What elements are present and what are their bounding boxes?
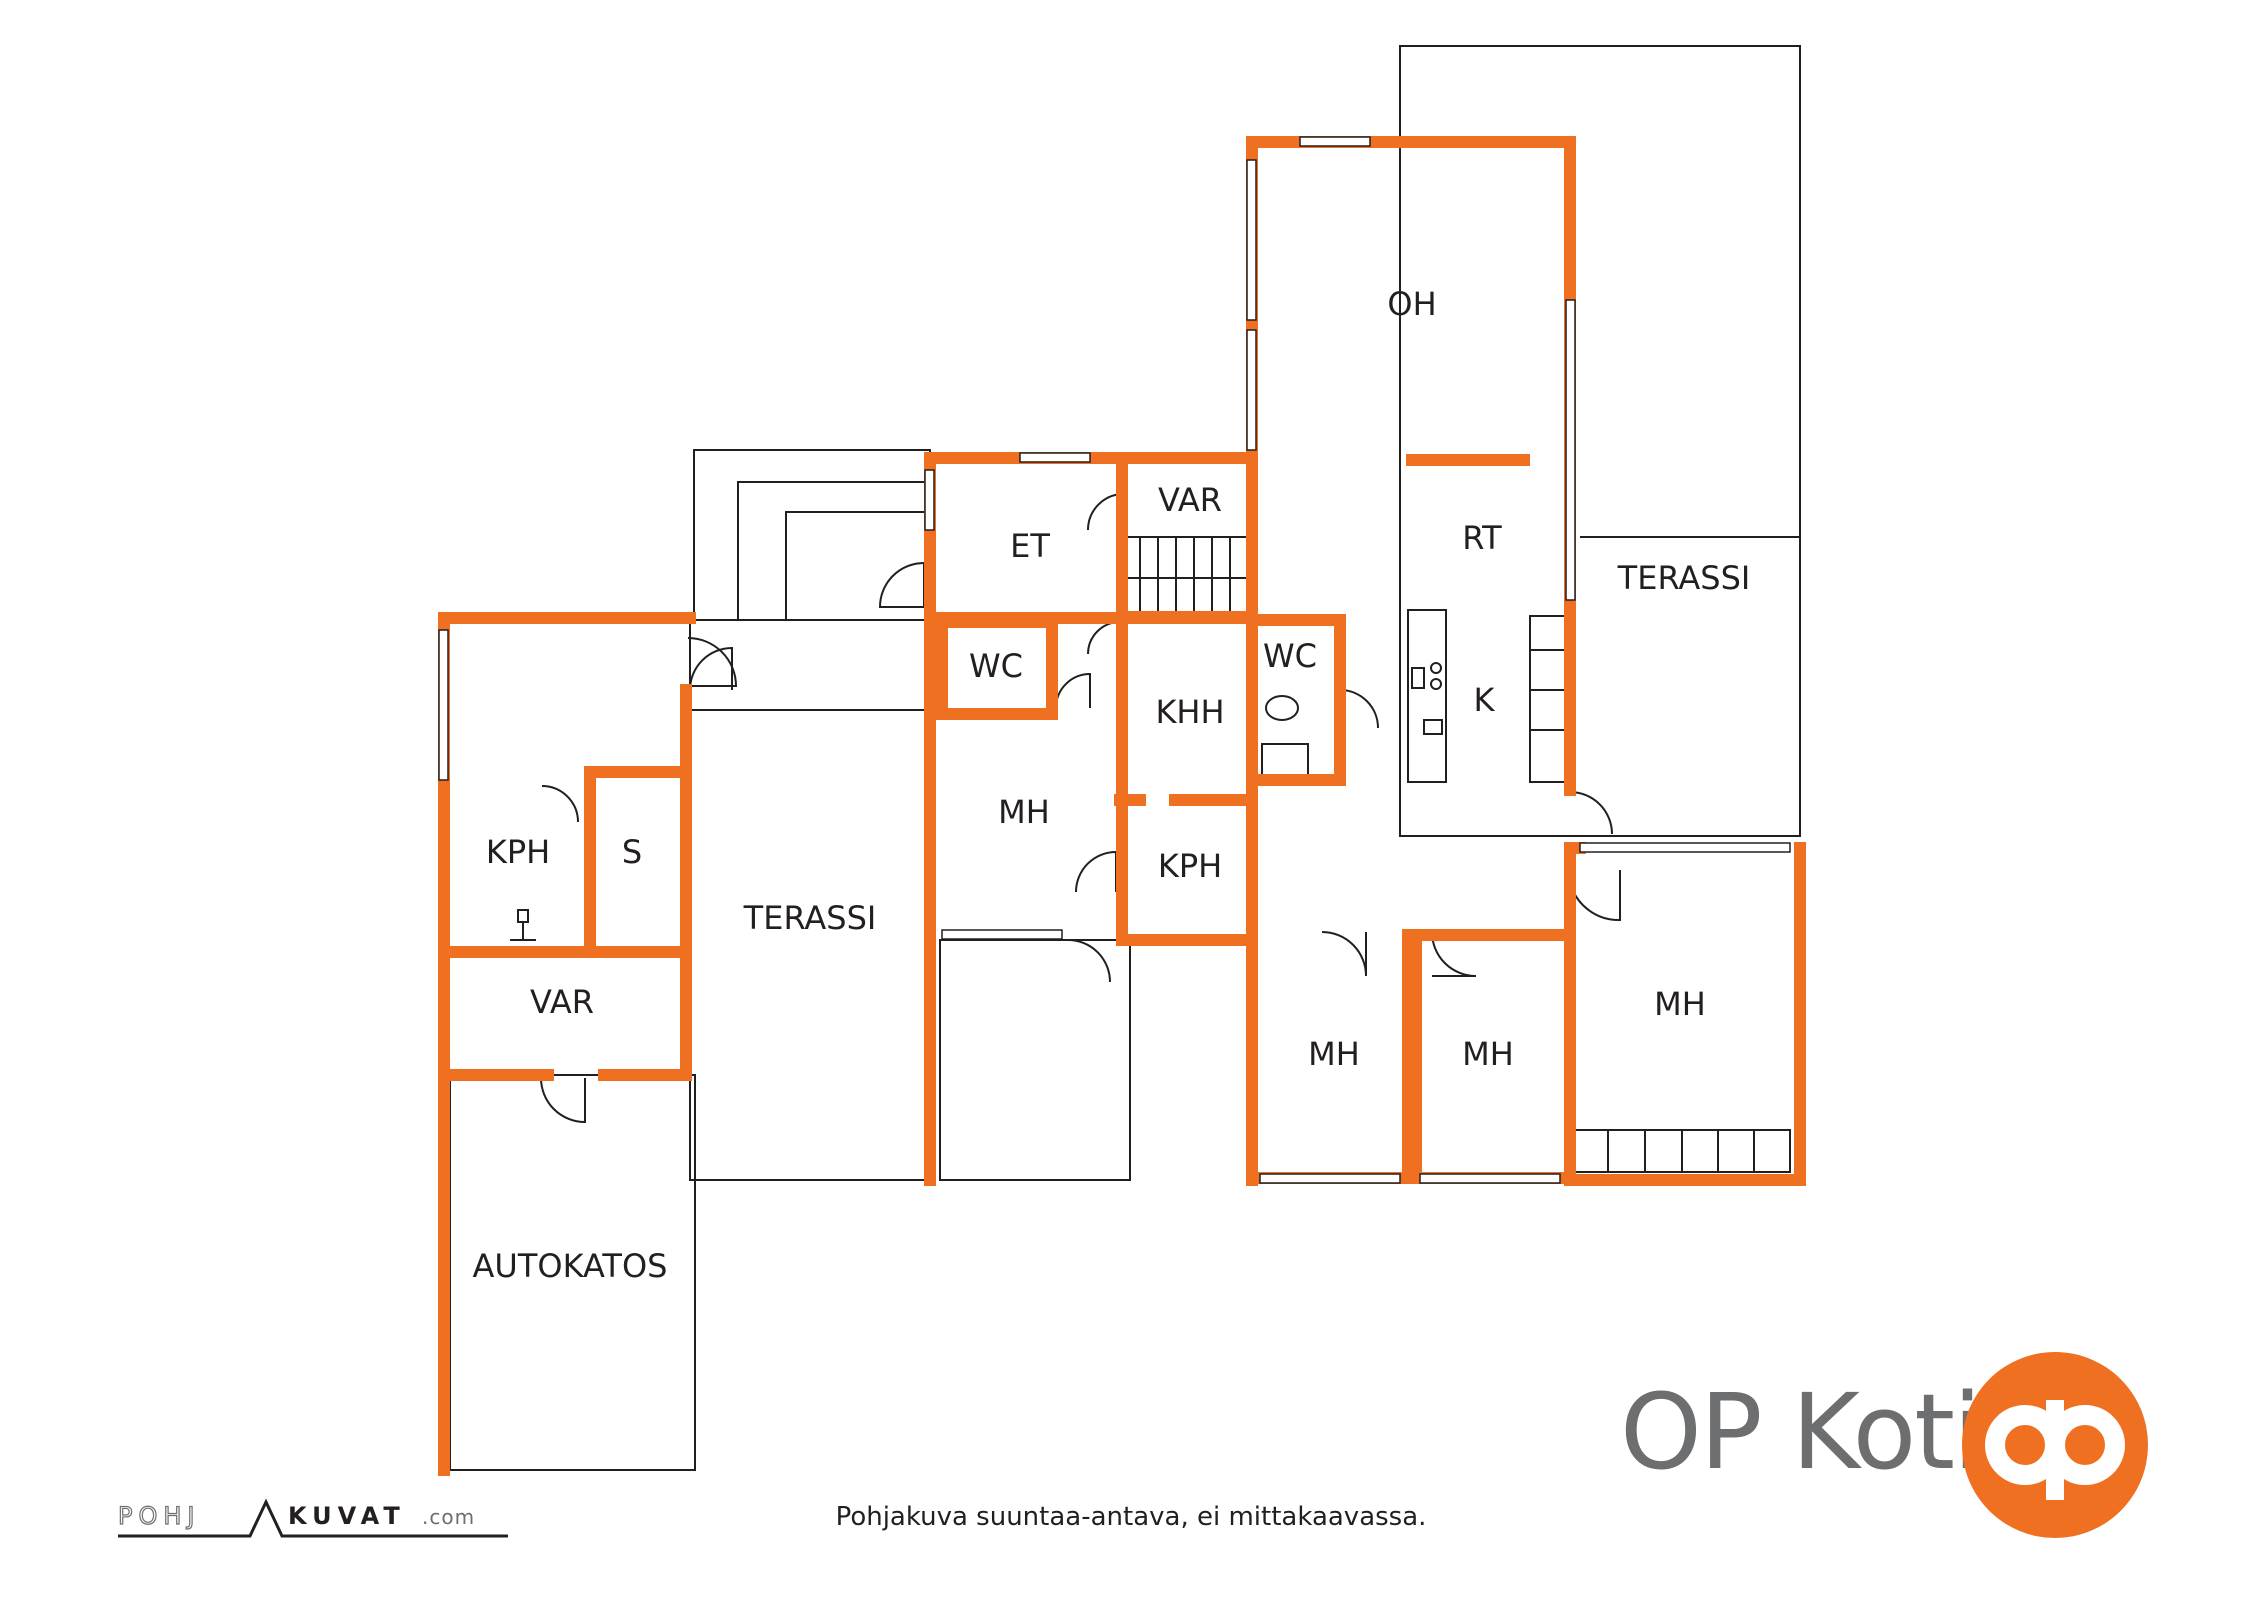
sink <box>1261 743 1309 779</box>
windows <box>438 136 1791 1184</box>
room-mh-bottom-right: MH <box>1654 985 1706 1023</box>
kitchen-island <box>1407 609 1447 783</box>
room-khh: KHH <box>1155 693 1224 731</box>
room-s: S <box>622 833 642 871</box>
room-wc-left: WC <box>969 647 1023 685</box>
svg-text:POHJ: POHJ <box>118 1502 201 1530</box>
toilet <box>1265 695 1299 721</box>
room-kph-center: KPH <box>1158 847 1222 885</box>
upper-terrace-outline <box>1399 45 1801 837</box>
room-autokatos: AUTOKATOS <box>473 1247 668 1285</box>
op-logo-icon <box>1962 1352 2148 1538</box>
room-var-left: VAR <box>530 983 594 1021</box>
terrace-mid-outline <box>939 939 1131 1181</box>
room-terassi-left: TERASSI <box>743 899 877 937</box>
svg-text:.com: .com <box>422 1505 475 1529</box>
room-var-top: VAR <box>1158 481 1222 519</box>
room-kph-left: KPH <box>486 833 550 871</box>
room-terassi-right: TERASSI <box>1617 559 1751 597</box>
room-mh-bottom-mid: MH <box>1462 1035 1514 1073</box>
entry-steps-outline <box>693 449 931 621</box>
disclaimer: Pohjakuva suuntaa-antava, ei mittakaavas… <box>835 1502 1427 1532</box>
room-k: K <box>1474 681 1496 719</box>
pohjakuvat-logo: POHJ KUVAT .com <box>118 1498 508 1538</box>
room-mh-bottom-left: MH <box>1308 1035 1360 1073</box>
svg-text:KUVAT: KUVAT <box>288 1502 406 1530</box>
room-labels: OH RT VAR ET TERASSI WC WC KHH K MH KPH … <box>473 285 1751 1285</box>
door-entry <box>878 561 925 608</box>
terrace-left-outline <box>689 709 931 1181</box>
room-et: ET <box>1010 527 1050 565</box>
room-oh: OH <box>1387 285 1436 323</box>
room-rt: RT <box>1462 519 1502 557</box>
room-mh-left: MH <box>998 793 1050 831</box>
brand-name: OP Koti <box>1620 1371 1982 1493</box>
room-wc-right: WC <box>1263 637 1317 675</box>
